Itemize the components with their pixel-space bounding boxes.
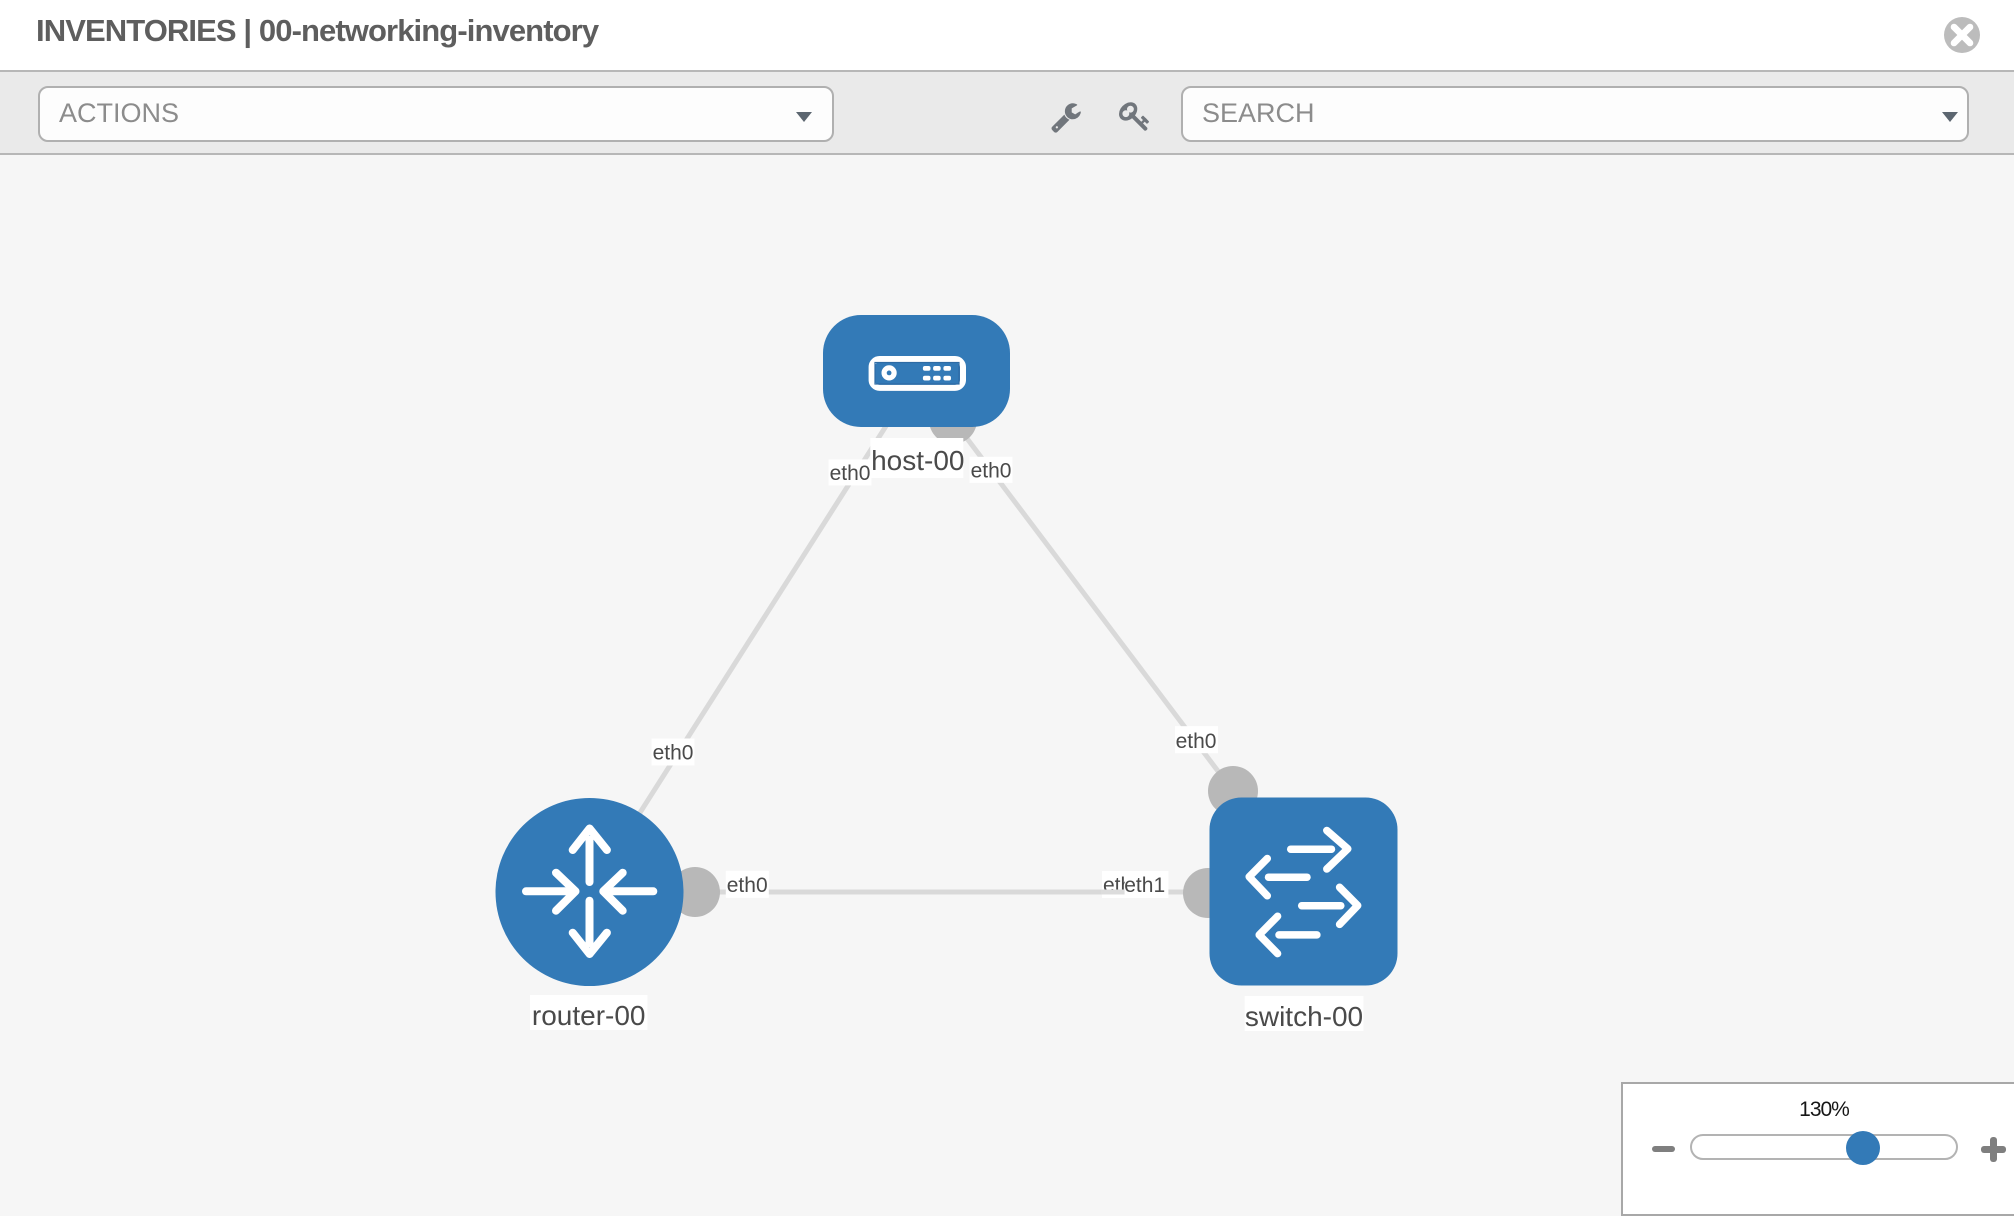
- svg-text:eth0: eth0: [971, 459, 1012, 482]
- svg-text:eth0: eth0: [653, 742, 694, 765]
- svg-text:eth1: eth1: [1124, 874, 1165, 897]
- svg-text:router-00: router-00: [532, 1000, 646, 1031]
- svg-text:switch-00: switch-00: [1245, 1001, 1363, 1032]
- svg-text:host-00: host-00: [871, 445, 964, 476]
- svg-text:eth0: eth0: [1176, 730, 1217, 753]
- svg-text:eth0: eth0: [727, 874, 768, 897]
- svg-text:eth0: eth0: [830, 462, 871, 485]
